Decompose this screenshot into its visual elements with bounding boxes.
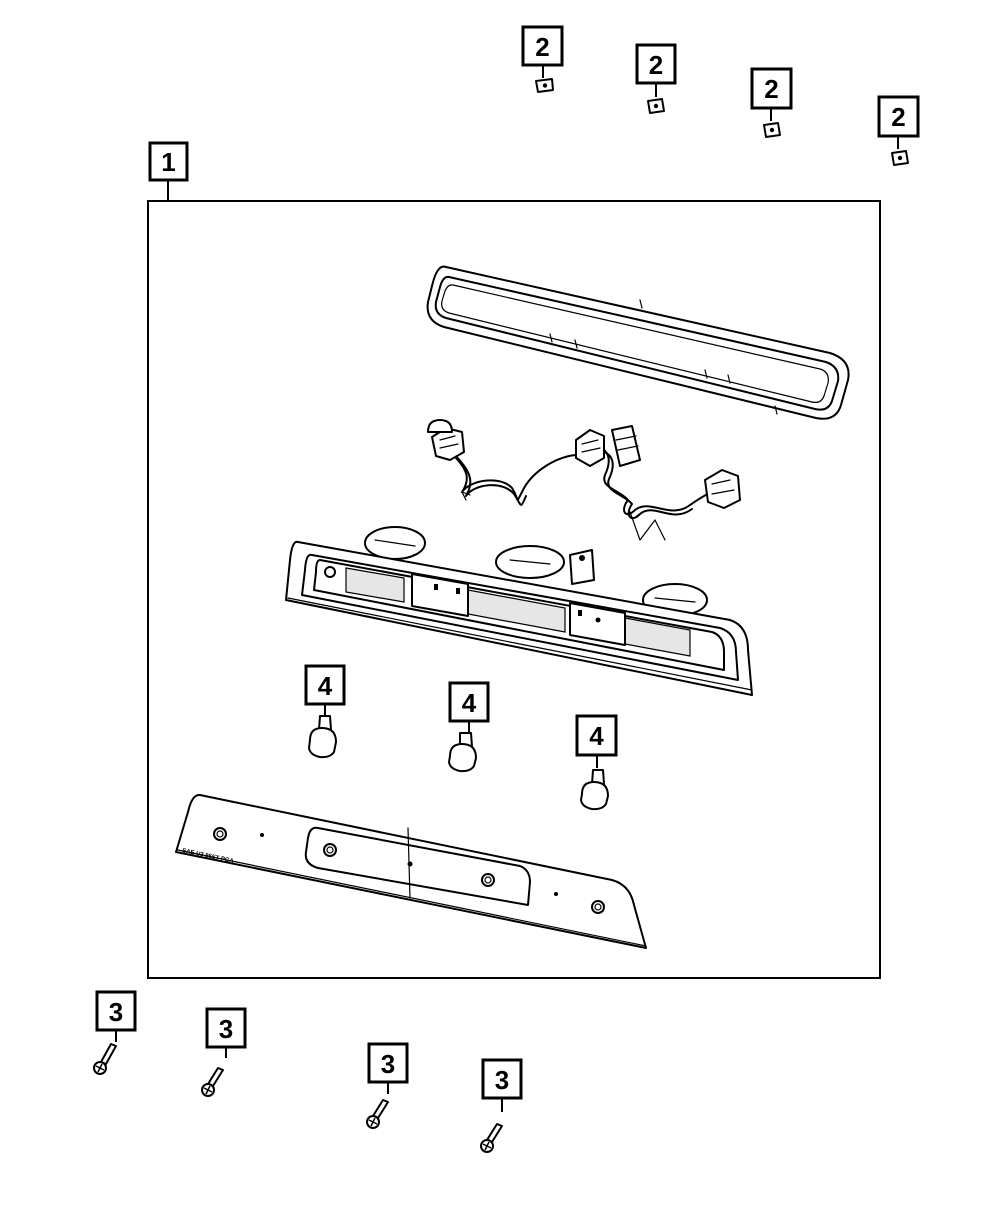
screw-b[interactable] (201, 1067, 224, 1097)
lamp-housing[interactable] (285, 526, 753, 696)
callout-4-c-label: 4 (589, 721, 604, 751)
nut-b[interactable] (647, 98, 665, 114)
assembly-frame (147, 200, 881, 979)
callout-1-label: 1 (161, 147, 175, 177)
callout-4-a-label: 4 (318, 671, 333, 701)
nut-a[interactable] (535, 78, 554, 93)
callout-1[interactable]: 1 (148, 141, 189, 201)
screw-a[interactable] (93, 1043, 117, 1075)
callout-2-d[interactable]: 2 (877, 95, 920, 149)
nut-d[interactable] (891, 150, 909, 166)
callout-2-d-label: 2 (891, 102, 905, 132)
callout-3-d-label: 3 (495, 1065, 509, 1095)
callout-3-c-label: 3 (381, 1049, 395, 1079)
callout-3-a[interactable]: 3 (95, 990, 137, 1042)
callout-3-a-label: 3 (109, 997, 123, 1027)
callout-4-a[interactable]: 4 (304, 664, 346, 716)
callout-2-b-label: 2 (649, 50, 663, 80)
wiring-harness[interactable] (427, 419, 741, 541)
callout-2-a-label: 2 (535, 32, 549, 62)
bulb-c[interactable] (580, 769, 609, 811)
lamp-gasket[interactable] (426, 265, 850, 420)
callout-3-b-label: 3 (219, 1014, 233, 1044)
outer-lens[interactable]: SAE U3 86ST PGA (175, 793, 647, 949)
callout-3-c[interactable]: 3 (367, 1042, 409, 1094)
bulb-a[interactable] (308, 715, 337, 759)
callout-3-d[interactable]: 3 (481, 1058, 523, 1112)
callout-4-b[interactable]: 4 (448, 681, 490, 732)
screw-d[interactable] (480, 1123, 503, 1153)
callout-2-a[interactable]: 2 (521, 25, 564, 78)
callout-4-c[interactable]: 4 (575, 714, 618, 768)
callout-2-b[interactable]: 2 (635, 43, 677, 97)
screw-c[interactable] (366, 1099, 389, 1129)
nut-c[interactable] (763, 122, 781, 138)
callout-2-c-label: 2 (764, 74, 778, 104)
callout-4-b-label: 4 (462, 688, 477, 718)
callout-3-b[interactable]: 3 (205, 1007, 247, 1058)
bulb-b[interactable] (448, 732, 477, 773)
callout-2-c[interactable]: 2 (750, 67, 793, 121)
